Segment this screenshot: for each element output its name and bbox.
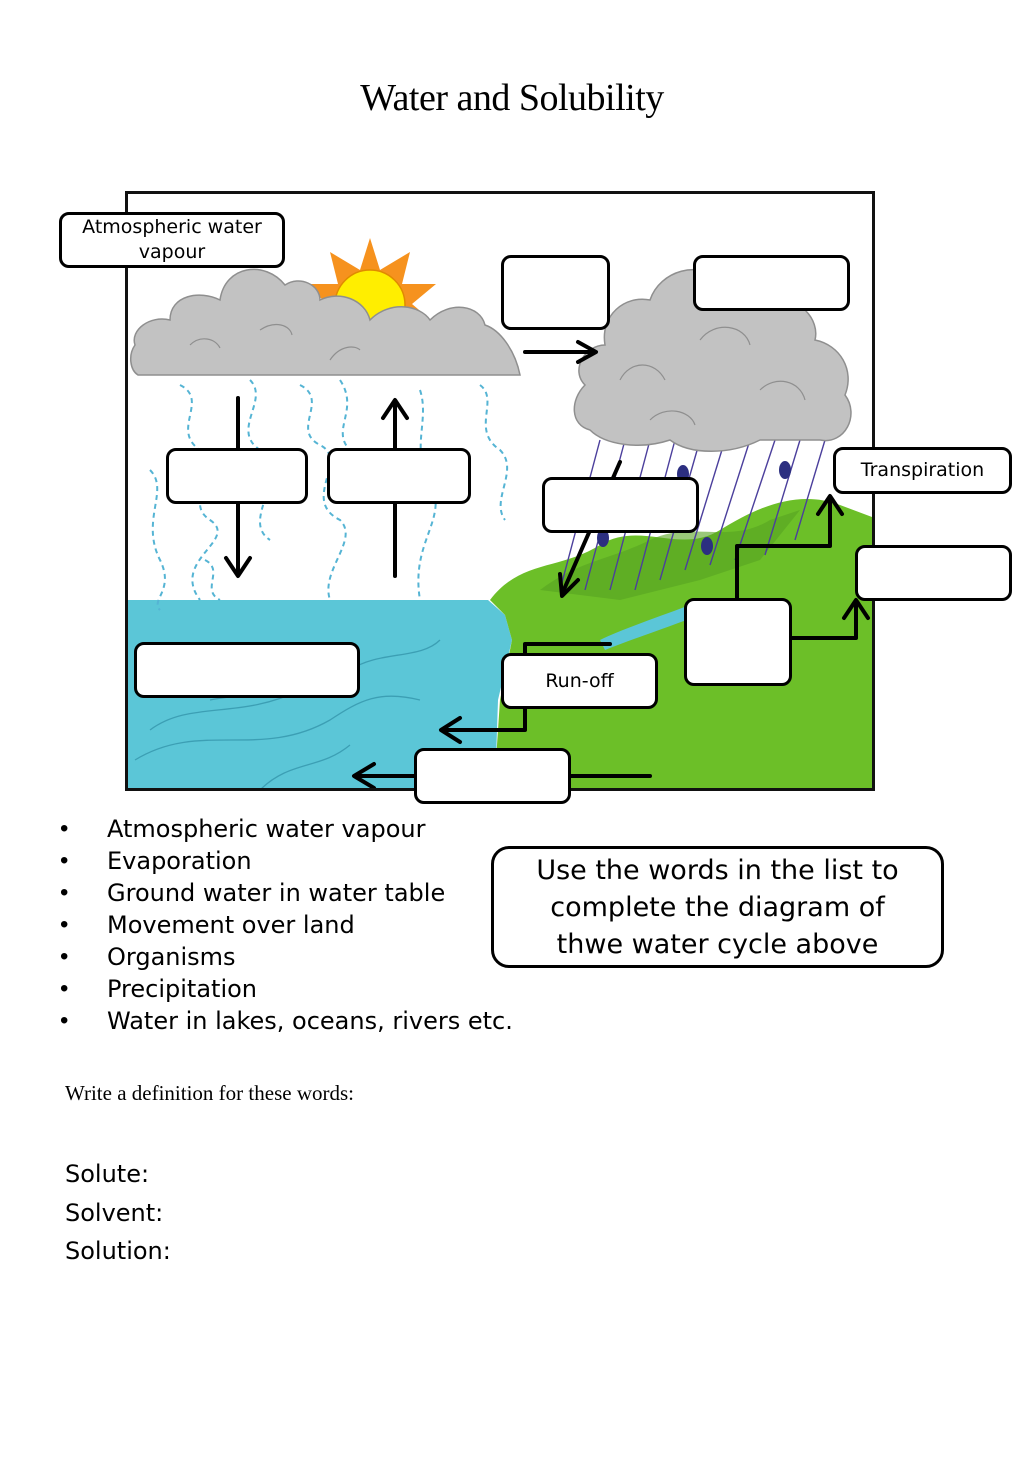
page-title: Water and Solubility: [360, 77, 664, 119]
blank-answer-box-up-arrow[interactable]: [327, 448, 471, 504]
label-box-run-off: Run-off: [501, 653, 658, 709]
cycle-arrows: [224, 340, 870, 788]
blank-answer-box-ground-water[interactable]: [414, 748, 571, 804]
storm-cloud: [573, 268, 852, 452]
word-list-item: Water in lakes, oceans, rivers etc.: [60, 1005, 513, 1037]
blank-answer-box-rain[interactable]: [542, 477, 699, 533]
word-list-item: Precipitation: [60, 973, 513, 1005]
blank-answer-box-condensation[interactable]: [501, 255, 610, 330]
word-list-item: Organisms: [60, 941, 513, 973]
definition-prompt: Write a definition for these words:: [65, 1081, 354, 1105]
river-illustration: [600, 605, 700, 650]
label-box-transpiration: Transpiration: [833, 447, 1012, 494]
hill-shade: [540, 510, 800, 600]
blank-answer-box-land[interactable]: [684, 598, 792, 686]
instruction-text: Use the words in the list to complete th…: [536, 854, 899, 960]
word-list-item: Atmospheric water vapour: [60, 813, 513, 845]
storm-cloud-folds: [619, 326, 806, 426]
blank-answer-box-right-land[interactable]: [855, 545, 1012, 601]
word-list: Atmospheric water vapour Evaporation Gro…: [60, 813, 513, 1037]
instruction-box: Use the words in the list to complete th…: [491, 846, 944, 968]
word-list-item: Evaporation: [60, 845, 513, 877]
word-list-item: Movement over land: [60, 909, 513, 941]
blank-answer-box-down-arrow[interactable]: [166, 448, 308, 504]
left-cloud: [130, 268, 521, 376]
term-solution: Solution:: [65, 1237, 171, 1265]
left-cloud-folds: [189, 323, 361, 361]
blank-answer-box-cloud[interactable]: [693, 255, 850, 311]
blank-answer-box-sea[interactable]: [134, 642, 360, 698]
term-solvent: Solvent:: [65, 1199, 164, 1227]
label-box-atmospheric-water-vapour: Atmospheric water vapour: [59, 212, 285, 268]
word-list-item: Ground water in water table: [60, 877, 513, 909]
term-solute: Solute:: [65, 1160, 150, 1188]
